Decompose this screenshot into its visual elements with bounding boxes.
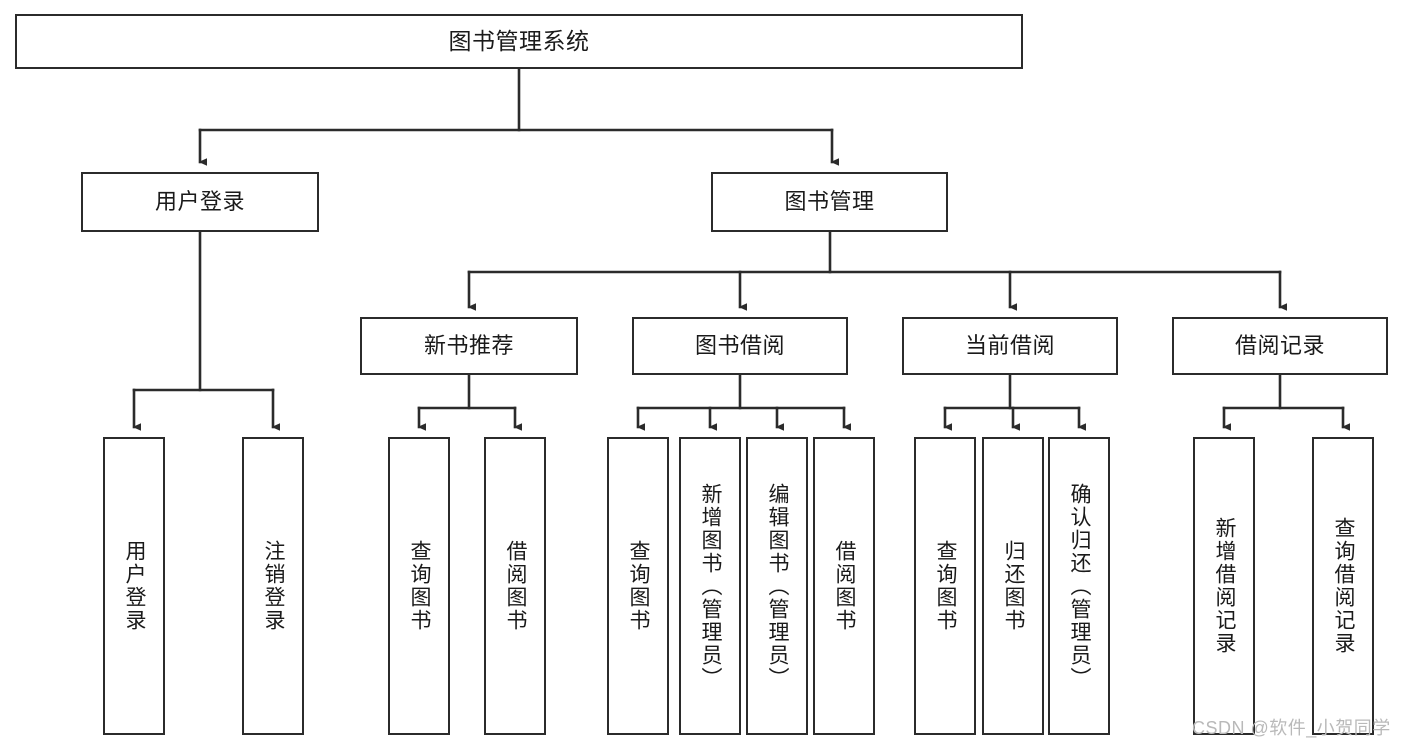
- node-label: 归还图书: [1002, 540, 1026, 632]
- node-leaf-return-book[interactable]: 归还图书: [982, 437, 1044, 735]
- node-leaf-edit-book[interactable]: 编辑图书（管理员）: [746, 437, 808, 735]
- node-label: 新增图书（管理员）: [699, 482, 723, 690]
- node-book-borrow[interactable]: 图书借阅: [632, 317, 848, 375]
- node-leaf-confirm-return[interactable]: 确认归还（管理员）: [1048, 437, 1110, 735]
- node-label: 查询图书: [627, 540, 651, 632]
- node-leaf-query-book-1[interactable]: 查询图书: [388, 437, 450, 735]
- node-borrow-record[interactable]: 借阅记录: [1172, 317, 1388, 375]
- node-label: 借阅图书: [504, 540, 528, 632]
- node-label: 查询借阅记录: [1332, 517, 1356, 655]
- node-leaf-user-login[interactable]: 用户登录: [103, 437, 165, 735]
- node-book-manage[interactable]: 图书管理: [711, 172, 948, 232]
- node-leaf-query-record[interactable]: 查询借阅记录: [1312, 437, 1374, 735]
- node-leaf-add-record[interactable]: 新增借阅记录: [1193, 437, 1255, 735]
- node-leaf-borrow-book-2[interactable]: 借阅图书: [813, 437, 875, 735]
- node-user-login[interactable]: 用户登录: [81, 172, 319, 232]
- node-label: 图书管理系统: [448, 27, 590, 54]
- node-leaf-query-book-2[interactable]: 查询图书: [607, 437, 669, 735]
- node-leaf-query-book-3[interactable]: 查询图书: [914, 437, 976, 735]
- watermark-text: CSDN @软件_小贺同学: [1192, 718, 1391, 738]
- node-label: 注销登录: [262, 540, 286, 632]
- node-label: 编辑图书（管理员）: [766, 482, 790, 690]
- node-label: 借阅图书: [833, 540, 857, 632]
- node-label: 查询图书: [934, 540, 958, 632]
- node-label: 新增借阅记录: [1213, 517, 1237, 655]
- node-label: 当前借阅: [964, 332, 1055, 358]
- node-label: 图书管理: [784, 188, 875, 214]
- node-label: 借阅记录: [1234, 332, 1325, 358]
- node-label: 新书推荐: [423, 332, 514, 358]
- node-new-book-rec[interactable]: 新书推荐: [360, 317, 578, 375]
- node-label: 确认归还（管理员）: [1068, 482, 1092, 690]
- node-label: 用户登录: [123, 540, 147, 632]
- node-label: 图书借阅: [694, 332, 785, 358]
- node-leaf-add-book[interactable]: 新增图书（管理员）: [679, 437, 741, 735]
- node-current-borrow[interactable]: 当前借阅: [902, 317, 1118, 375]
- node-leaf-borrow-book-1[interactable]: 借阅图书: [484, 437, 546, 735]
- node-leaf-user-logout[interactable]: 注销登录: [242, 437, 304, 735]
- node-label: 查询图书: [408, 540, 432, 632]
- node-label: 用户登录: [154, 188, 245, 214]
- node-root-system[interactable]: 图书管理系统: [15, 14, 1023, 69]
